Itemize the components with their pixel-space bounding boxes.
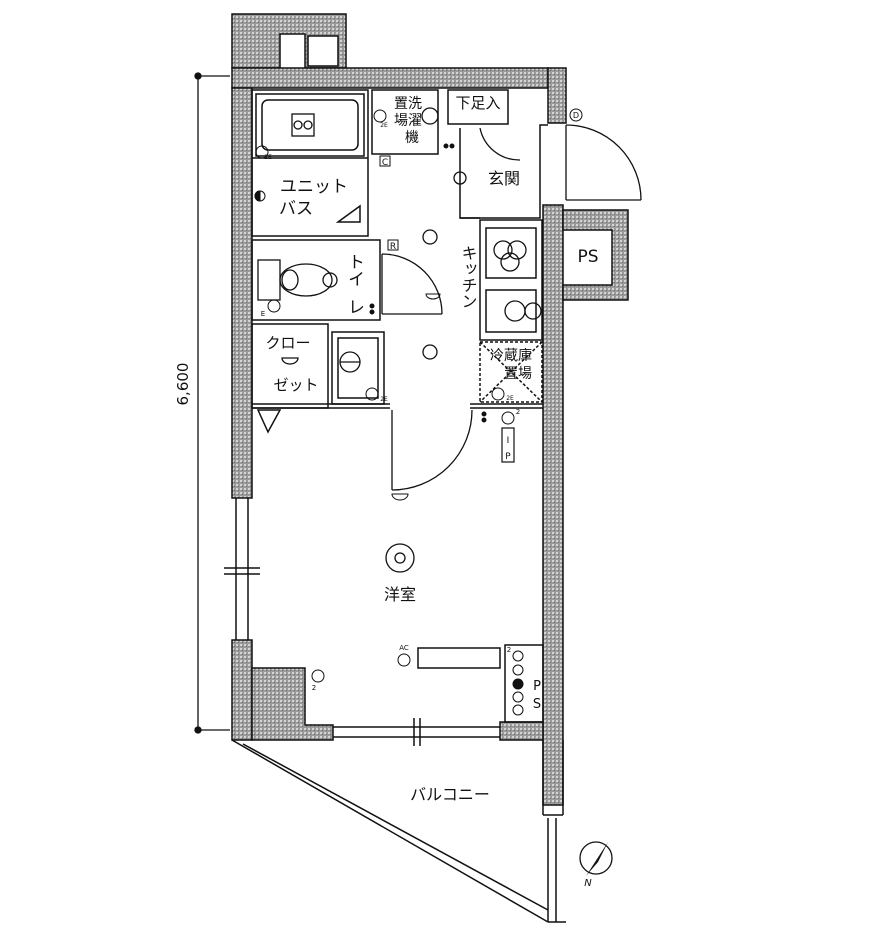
unit-bath-label-2: バス	[279, 199, 313, 219]
outlet-2e-bath: 2E	[264, 154, 272, 161]
c-marker-box	[379, 155, 391, 167]
outlet-2-ps: 2	[507, 646, 511, 654]
fridge-label-1: 冷蔵庫	[490, 347, 532, 364]
c-marker: C	[382, 158, 388, 168]
outlet-2-kitchen: 2	[516, 408, 520, 416]
fridge-label-2: 置場	[504, 366, 532, 382]
dimension-line	[194, 72, 230, 734]
e-marker: E	[261, 310, 265, 318]
kitchen-label: キッチン	[459, 245, 478, 309]
outlet-2e-fridge: 2E	[506, 395, 514, 402]
north-arrow-icon	[579, 841, 613, 876]
closet-label-1: クロー	[265, 334, 310, 352]
balcony	[231, 739, 566, 923]
toilet-label-2: レ	[344, 298, 364, 315]
shoe-box-label: 下足入	[455, 94, 500, 112]
ip-box	[501, 427, 515, 463]
closet-label-2: ゼット	[273, 376, 318, 394]
outlet-2-room: 2	[312, 684, 316, 692]
chimney-box	[307, 35, 339, 67]
entrance-label: 玄関	[488, 169, 520, 188]
outlet-2e-washer: 2E	[380, 122, 388, 129]
washer-label-3: 機	[405, 130, 419, 146]
ps-top-label: PS	[577, 247, 598, 267]
doors	[381, 124, 642, 491]
north-label: N	[584, 878, 592, 889]
dimension-label: 6,600	[174, 363, 192, 406]
r-marker: R	[390, 242, 396, 252]
toilet-label-1: トイ	[344, 253, 364, 287]
western-room-label: 洋室	[384, 585, 416, 604]
outlets	[254, 108, 583, 716]
ip-label-2: P	[505, 452, 511, 462]
ps-bottom-label-1: P	[533, 679, 541, 694]
d-marker: D	[573, 111, 579, 120]
outlet-2e-basin: 2E	[380, 396, 388, 403]
ac-marker: AC	[399, 644, 409, 652]
r-marker-box	[387, 239, 399, 251]
balcony-label: バルコニー	[410, 785, 490, 804]
interior-walls	[224, 89, 548, 746]
washer-label-2: 場濯	[394, 113, 422, 129]
washer-label-1: 置洗	[394, 96, 422, 112]
fixtures	[257, 107, 542, 573]
ps-bottom-label-2: S	[533, 697, 541, 712]
unit-bath-label-1: ユニット	[280, 177, 348, 197]
ip-label-1: I	[507, 436, 510, 446]
